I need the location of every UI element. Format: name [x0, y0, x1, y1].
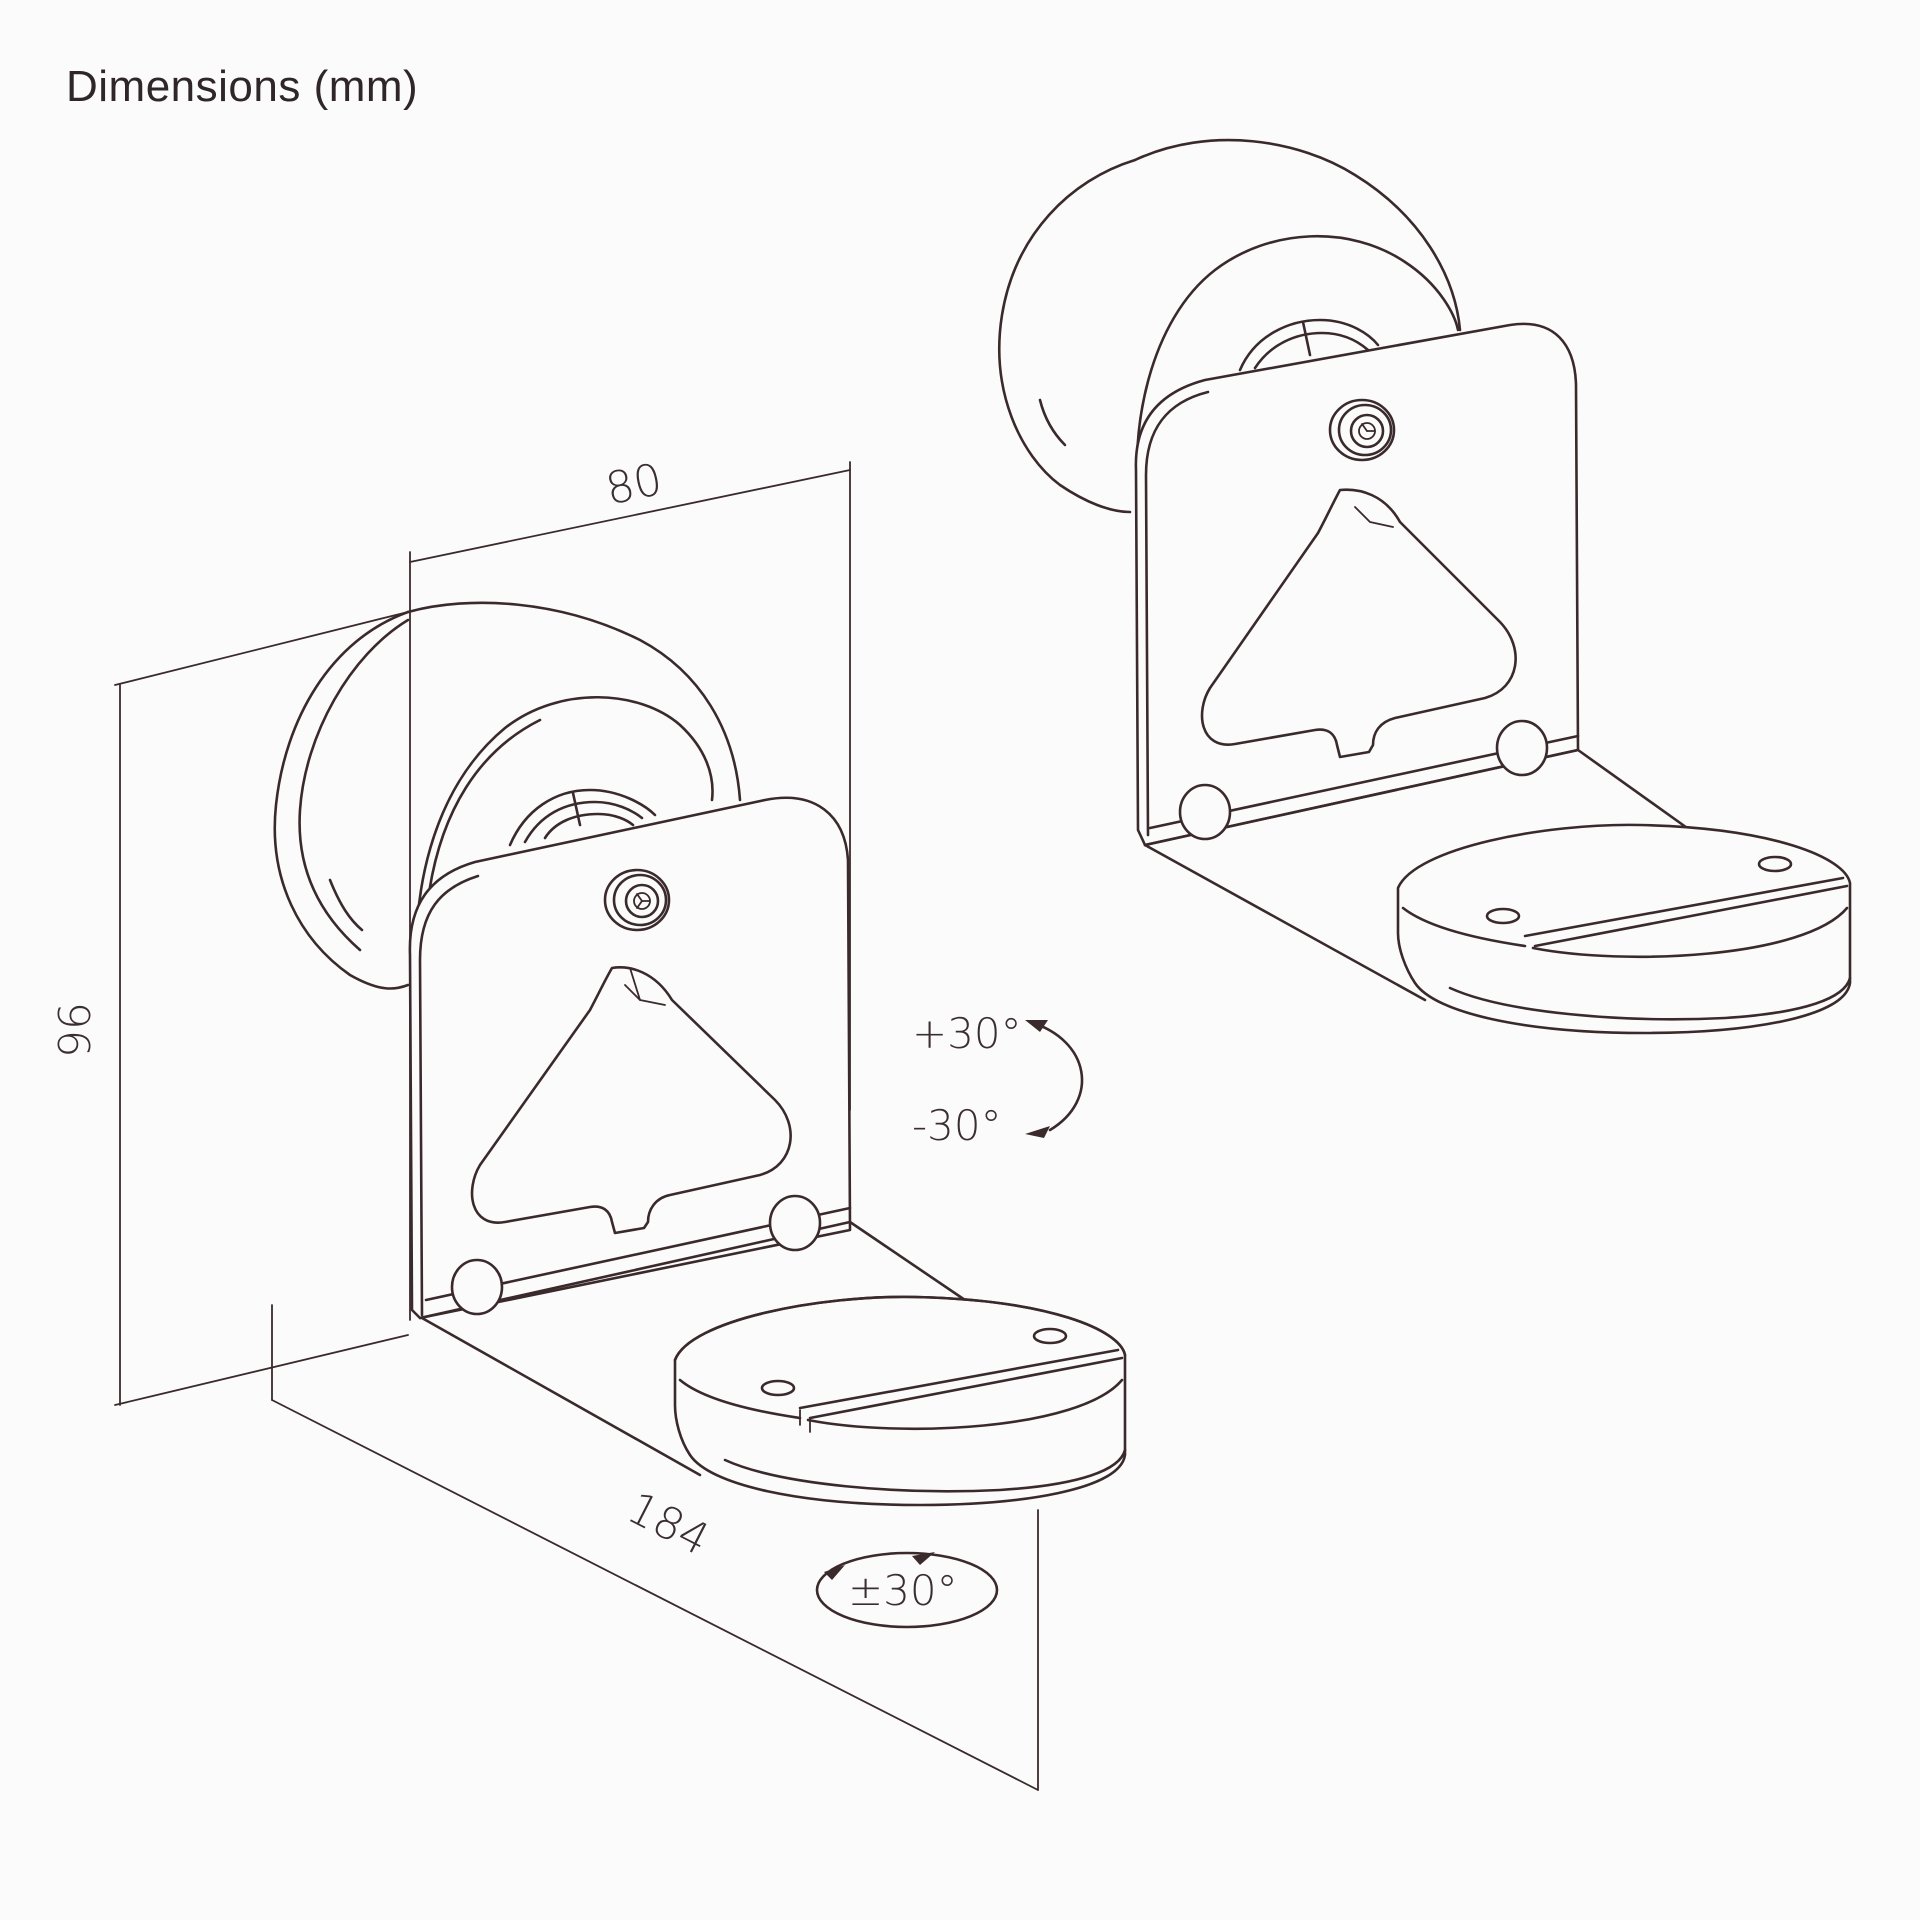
keyhole-cutout	[470, 966, 792, 1235]
bracket-bump	[1495, 719, 1549, 777]
dimension-depth-label: 184	[619, 1482, 717, 1566]
screw	[603, 868, 671, 932]
bracket-bump	[1178, 783, 1232, 841]
base-plate	[1143, 748, 1692, 1002]
perspective-bracket	[998, 138, 1852, 1035]
dimensioned-bracket: 80 96 184	[50, 454, 1127, 1791]
dimension-height-label: 96	[50, 1002, 101, 1058]
speaker-base-disc	[1396, 823, 1852, 1035]
base-plate	[420, 1220, 967, 1477]
page-title: Dimensions (mm)	[66, 62, 419, 111]
tilt-down-label: -30°	[912, 1101, 1002, 1150]
swivel-label: ±30°	[848, 1566, 958, 1615]
tilt-up-label: +30°	[912, 1009, 1022, 1058]
wall-mount-cylinder	[998, 138, 1462, 514]
swivel-annotation: ±30°	[815, 1551, 999, 1629]
dimension-width-label: 80	[601, 454, 666, 516]
swivel-arc-arrow-icon	[815, 1551, 999, 1629]
wall-mount-cylinder	[273, 601, 742, 990]
screw	[1328, 398, 1396, 462]
keyhole-cutout	[1200, 488, 1517, 759]
bracket-bump	[768, 1194, 822, 1252]
tilt-annotation: +30° -30°	[912, 1009, 1084, 1150]
speaker-base-disc	[673, 1295, 1127, 1507]
tilt-arc-arrow-icon	[1028, 1020, 1084, 1132]
bracket-bump	[450, 1258, 504, 1316]
